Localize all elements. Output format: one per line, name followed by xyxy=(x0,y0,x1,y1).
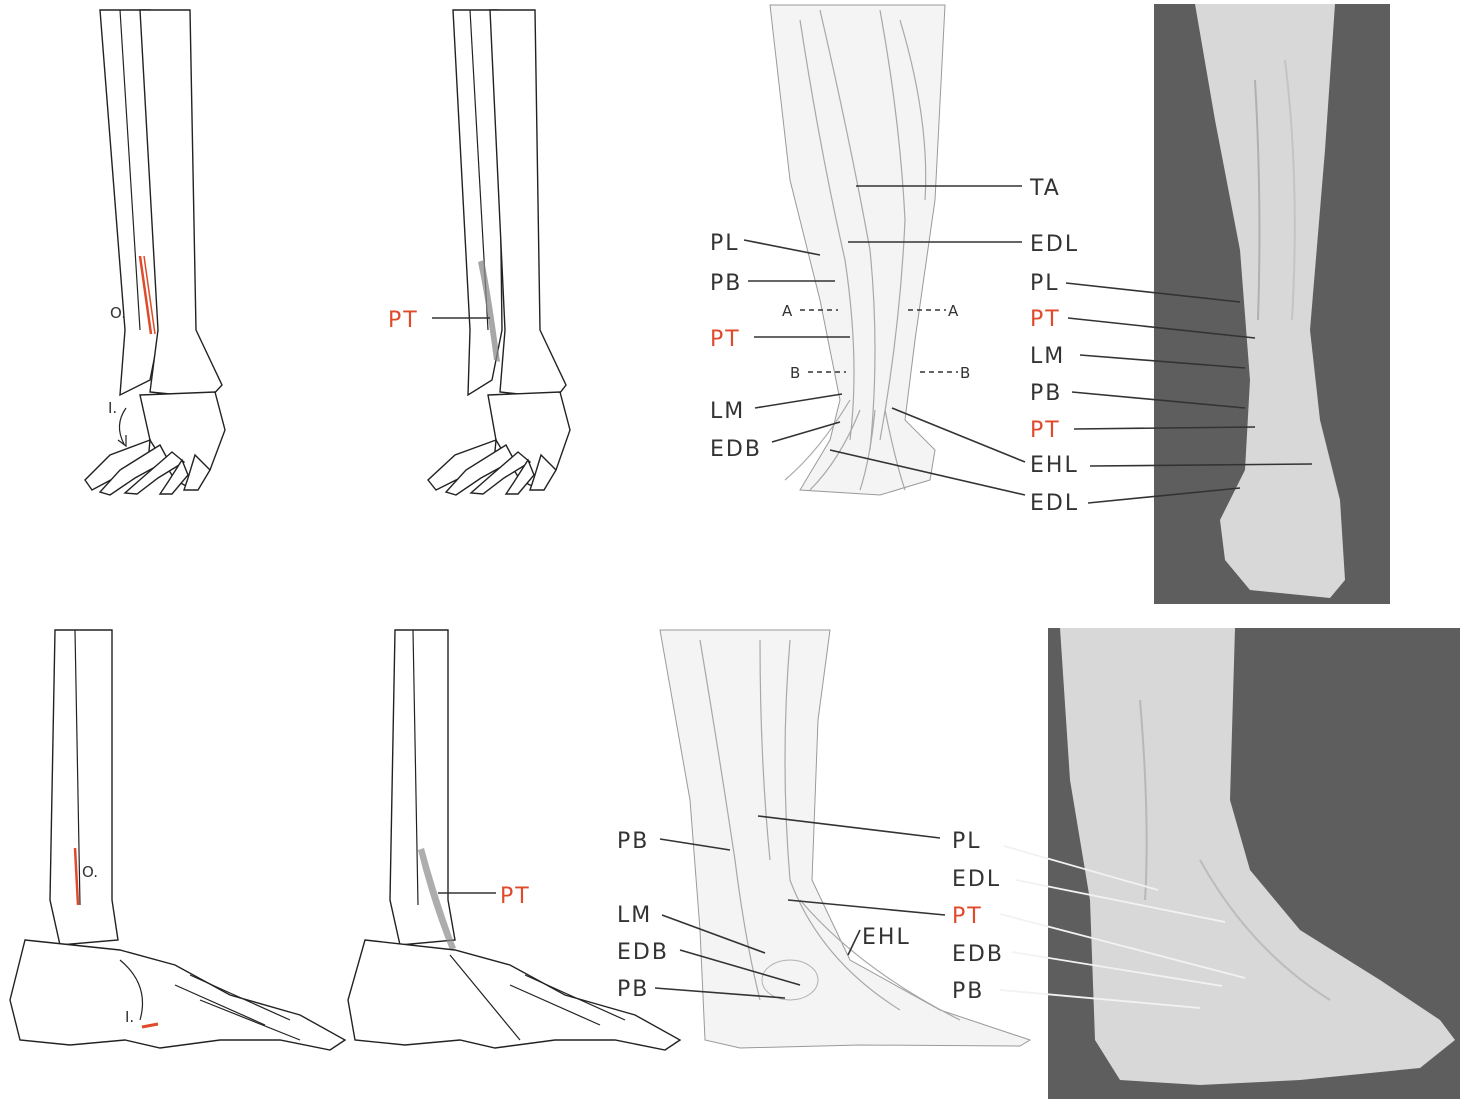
bottom-edb-label: EDB xyxy=(617,940,669,965)
top-ehl-label: EHL xyxy=(1030,453,1079,478)
top-pt-anatomy-label: PT xyxy=(710,327,741,352)
bottom-photo-edl-label: EDL xyxy=(952,867,1001,892)
top-muscle-drawing xyxy=(428,10,570,495)
top-lm-label: LM xyxy=(710,399,745,424)
top-photo-pt-label-1: PT xyxy=(1030,307,1061,332)
bottom-bone-drawing xyxy=(10,630,345,1050)
top-pb-label: PB xyxy=(710,271,742,296)
bottom-insertion-label: I. xyxy=(125,1008,134,1026)
top-anatomy-drawing xyxy=(744,5,1025,495)
top-photo-pb-label: PB xyxy=(1030,381,1062,406)
top-section-b-left: B xyxy=(790,364,800,382)
top-section-a-right: A xyxy=(948,302,959,320)
bottom-photo xyxy=(1000,628,1460,1099)
bottom-photo-pl-label: PL xyxy=(952,829,982,854)
top-section-a-left: A xyxy=(782,302,793,320)
bottom-photo-pt-label: PT xyxy=(952,904,983,929)
top-edl-upper-label: EDL xyxy=(1030,232,1079,257)
bottom-ehl-label: EHL xyxy=(862,925,911,950)
top-edb-label: EDB xyxy=(710,437,762,462)
top-bone-drawing xyxy=(85,10,225,495)
top-photo-pt-label-2: PT xyxy=(1030,418,1061,443)
bottom-pb-upper-label: PB xyxy=(617,829,649,854)
top-pt-label: PT xyxy=(388,308,419,333)
bottom-lm-label: LM xyxy=(617,903,652,928)
top-section-b-right: B xyxy=(960,364,970,382)
top-insertion-label: I. xyxy=(108,399,117,417)
bottom-pb-lower-label: PB xyxy=(617,977,649,1002)
bottom-photo-pb-label: PB xyxy=(952,979,984,1004)
top-photo xyxy=(1066,4,1390,604)
top-origin-label: O. xyxy=(110,304,126,322)
top-edl-lower-label: EDL xyxy=(1030,491,1079,516)
top-photo-pl-label: PL xyxy=(1030,271,1060,296)
top-ta-label: TA xyxy=(1029,176,1061,201)
bottom-pt-label: PT xyxy=(500,884,531,909)
bottom-photo-edb-label: EDB xyxy=(952,942,1004,967)
top-pl-label: PL xyxy=(710,231,740,256)
top-photo-lm-label: LM xyxy=(1030,344,1065,369)
bottom-origin-label: O. xyxy=(82,863,98,881)
